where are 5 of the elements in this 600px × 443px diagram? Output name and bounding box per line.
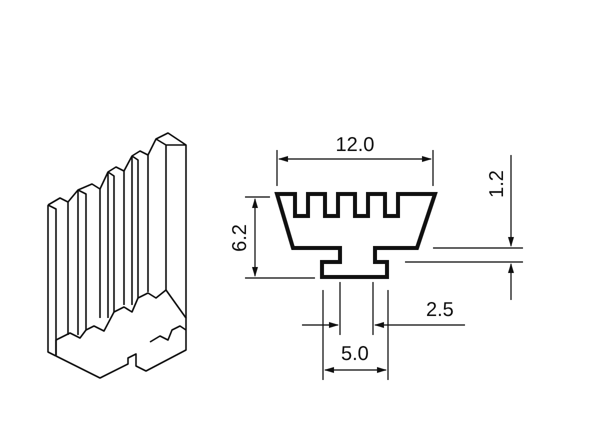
dimension-label: 6.2 bbox=[230, 224, 250, 252]
dimension-label: 1.2 bbox=[486, 170, 507, 198]
dimension-label: 5.0 bbox=[341, 344, 369, 364]
dimension-label: 2.5 bbox=[426, 300, 454, 320]
dimension-label: 12.0 bbox=[336, 135, 374, 155]
